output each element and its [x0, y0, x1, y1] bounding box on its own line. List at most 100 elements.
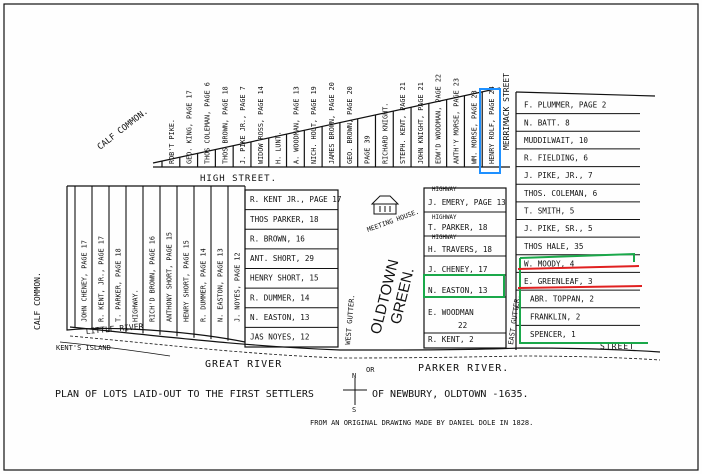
- top-lot-name: ROB'T PIKE.: [168, 119, 176, 164]
- highlight-annotations: [423, 88, 648, 344]
- right-row-name: FRANKLIN, 2: [530, 312, 580, 321]
- highlight-red-line-1: [517, 265, 640, 270]
- center-row-name: 22: [458, 321, 467, 330]
- top-lot-name: ANTH'Y MORSE, PAGE 23: [453, 78, 461, 164]
- highway-label: HIGHWAY: [432, 187, 457, 193]
- merrimack-street-label: MERRIMACK STREET: [502, 73, 511, 150]
- middle-row-name: JAS NOYES, 12: [250, 333, 309, 342]
- middle-row-name: R. BROWN, 16: [250, 234, 305, 243]
- top-lots-upper-edge: [152, 87, 501, 164]
- great-river-label: GREAT RIVER: [205, 359, 282, 370]
- top-lots-names: ROB'T PIKE. GEO. KING, PAGE 17 THOS COLEMA…: [168, 74, 496, 164]
- meeting-house-roof: [370, 195, 400, 205]
- left-lot-name: R. KENT, JR., PAGE 17: [98, 236, 106, 322]
- right-row-name: W. MOODY, 4: [524, 259, 575, 268]
- middle-row-name: R. KENT JR., PAGE 17: [250, 195, 341, 204]
- left-lot-name: N. EASTON, PAGE 13: [217, 248, 225, 322]
- center-lots: J. EMERY, PAGE 13 T. PARKER, 18 H. TRAVERS…: [423, 187, 507, 349]
- top-lot-name: RICHARD KNIGHT.: [381, 103, 389, 164]
- top-lot-name: THOS BROWN, PAGE 18: [221, 86, 229, 164]
- top-lot-name: JOHN KNIGHT, PAGE 21: [417, 82, 425, 164]
- highway-label: HIGHWAY: [432, 215, 457, 221]
- map-border: [3, 3, 699, 471]
- middle-lots-rows: R. KENT JR., PAGE 17 THOS PARKER, 18 R. BR…: [245, 195, 341, 342]
- or-label: OR: [366, 366, 375, 374]
- source-note: FROM AN ORIGINAL DRAWING MADE BY DANIEL …: [310, 419, 533, 427]
- map-title: PLAN OF LOTS LAID-OUT TO THE FIRST SETTL…: [55, 389, 314, 400]
- highlight-green-top-right: [519, 252, 635, 262]
- top-lot-name: PAGE 39: [364, 135, 372, 164]
- highlight-green-bracket: [519, 258, 648, 344]
- right-row-name: T. SMITH, 5: [524, 207, 574, 216]
- compass-rose: N S: [343, 372, 367, 414]
- left-lot-name: HENRY SHORT, PAGE 15: [183, 240, 191, 322]
- right-row-name: SPENCER, 1: [530, 330, 576, 339]
- map-title-second: OF NEWBURY, OLDTOWN -1635.: [372, 389, 529, 400]
- parker-river-label: PARKER RIVER.: [418, 363, 509, 374]
- center-row-name: H. TRAVERS, 18: [428, 245, 492, 254]
- left-lot-name: R. DUMMER, PAGE 14: [200, 248, 208, 322]
- right-row-name: E. GREENLEAF, 3: [524, 277, 593, 286]
- right-row-name: MUDDILWAIT, 10: [524, 136, 588, 145]
- center-row-name: J. EMERY, PAGE 13: [428, 198, 506, 207]
- left-lots: JOHN CHENEY, PAGE 17 R. KENT, JR., PAGE 1…: [66, 185, 246, 343]
- meeting-house: MEETING HOUSE.: [366, 195, 420, 234]
- kents-island-label: KENT'S ISLAND: [56, 344, 111, 352]
- top-lot-name: STEPH. KENT, PAGE 21: [399, 82, 407, 164]
- center-row-name: J. CHENEY, 17: [428, 265, 487, 274]
- right-row-name: N. BATT. 8: [524, 118, 570, 127]
- left-lot-name: RICH'D BROWN, PAGE 16: [149, 236, 157, 322]
- right-row-name: ABR. TOPPAN, 2: [530, 295, 594, 304]
- calf-common-left-label: CALF COMMON.: [33, 272, 42, 330]
- top-lot-name: J. PIKE JR., PAGE 7: [239, 86, 247, 164]
- west-gutter-label: WEST GUTTER.: [344, 294, 356, 345]
- middle-row-name: HENRY SHORT, 15: [250, 274, 319, 283]
- right-row-name: F. PLUMMER, PAGE 2: [524, 101, 606, 110]
- right-row-name: THOS HALE, 35: [524, 242, 583, 251]
- top-lot-name: WIDOW ROSS, PAGE 14: [257, 86, 265, 164]
- left-lots-outline: [66, 186, 246, 343]
- top-lot-name: NICH. HOLT, PAGE 19: [310, 86, 318, 164]
- top-lot-name: A. WOODMAN, PAGE 13: [292, 86, 300, 164]
- top-lot-name: JAMES BROWN, PAGE 20: [328, 82, 336, 164]
- center-row-name: R. KENT, 2: [428, 335, 474, 344]
- center-lots-frame: [423, 187, 507, 349]
- top-lot-name: EDW'D WOODMAN, PAGE 22: [435, 74, 443, 164]
- top-lot-name: GEO. KING, PAGE 17: [186, 90, 194, 164]
- left-lot-name: J. NOYES, PAGE 12: [234, 252, 242, 322]
- right-lots-rows: F. PLUMMER, PAGE 2 N. BATT. 8 MUDDILWAIT, …: [516, 101, 640, 339]
- highlight-blue-box: [479, 88, 501, 174]
- middle-row-name: ANT. SHORT, 29: [250, 254, 314, 263]
- top-lot-name: WM. MORSE, PAGE 23: [470, 90, 478, 164]
- highlight-red-line-2: [517, 285, 643, 289]
- top-lot-name: HENRY ROLF, PAGE 24: [488, 86, 496, 164]
- center-row-name: T. PARKER, 18: [428, 223, 488, 232]
- high-street-label: HIGH STREET.: [200, 174, 277, 184]
- center-lots-rows: J. EMERY, PAGE 13 T. PARKER, 18 H. TRAVERS…: [424, 187, 506, 344]
- center-row-name: N. EASTON, 13: [428, 286, 487, 295]
- center-row-name: E. WOODMAN: [428, 308, 474, 317]
- middle-row-name: THOS PARKER, 18: [250, 215, 319, 224]
- meeting-house-body: [373, 203, 397, 215]
- highway-label: HIGHWAY: [432, 235, 457, 241]
- middle-row-name: N. EASTON, 13: [250, 313, 309, 322]
- compass-south: S: [352, 406, 356, 414]
- left-lots-dividers: [74, 186, 246, 342]
- right-row-name: THOS. COLEMAN, 6: [524, 189, 598, 198]
- left-lots-names: JOHN CHENEY, PAGE 17 R. KENT, JR., PAGE 1…: [81, 232, 242, 322]
- top-lot-name: H. LUNT.: [275, 131, 283, 164]
- left-lot-name: JOHN CHENEY, PAGE 17: [81, 240, 89, 322]
- top-lot-name: THOS COLEMAN, PAGE 6: [203, 82, 211, 164]
- highlight-green-box-center: [423, 274, 505, 298]
- left-lot-name: T. PARKER, PAGE 18: [115, 248, 123, 322]
- left-lot-name: HIGHWAY.: [132, 289, 140, 322]
- right-lots: F. PLUMMER, PAGE 2 N. BATT. 8 MUDDILWAIT, …: [515, 91, 656, 350]
- middle-lots: R. KENT JR., PAGE 17 THOS PARKER, 18 R. BR…: [244, 189, 341, 348]
- calf-common-top-label: CALF COMMON.: [96, 107, 151, 153]
- top-lots: ROB'T PIKE. GEO. KING, PAGE 17 THOS COLEMA…: [152, 74, 510, 168]
- top-lot-name: GEO. BROWN, PAGE 20: [346, 86, 354, 164]
- right-row-name: J. PIKE, SR., 5: [524, 224, 593, 233]
- street-label: STREET: [600, 342, 635, 351]
